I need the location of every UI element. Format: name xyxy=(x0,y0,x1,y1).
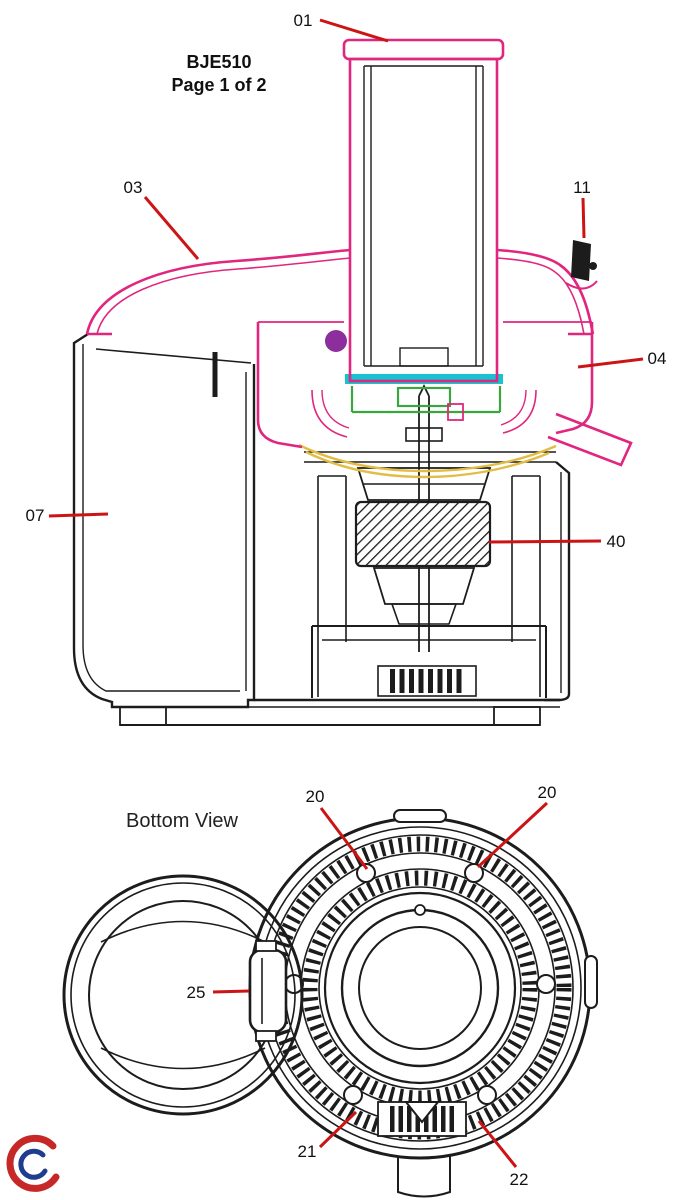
juice-spout xyxy=(547,412,633,467)
vent-pointer xyxy=(403,1101,441,1124)
center-hub xyxy=(340,908,500,1068)
screw xyxy=(477,1085,497,1105)
base-bottom xyxy=(248,809,598,1198)
base-screws xyxy=(284,863,556,1105)
cover-outer-left xyxy=(85,248,351,335)
motor-block xyxy=(354,500,492,568)
callout-20a-label: 20 xyxy=(306,787,325,806)
bottom-view-label: Bottom View xyxy=(126,810,238,832)
juice-bowl-right xyxy=(555,322,594,435)
leader-25 xyxy=(212,989,250,994)
cord-housing xyxy=(397,1156,451,1198)
leader-07 xyxy=(48,512,109,518)
bowl-seal-ring xyxy=(298,443,557,479)
leader-04 xyxy=(577,357,644,369)
cross-section-view xyxy=(72,38,633,726)
callout-40-label: 40 xyxy=(607,532,626,551)
food-pusher xyxy=(350,58,497,367)
screw xyxy=(356,863,376,883)
screw xyxy=(536,974,556,994)
foot-left xyxy=(119,706,167,726)
cover-and-chute xyxy=(85,38,633,467)
latch-clip xyxy=(571,240,597,281)
leader-21 xyxy=(318,1110,358,1149)
lid-bottom xyxy=(62,874,304,1116)
shaft-coupling xyxy=(405,427,443,442)
callout-03-label: 03 xyxy=(124,178,143,197)
callout-labels: 01 03 11 04 07 40 20 20 25 21 22 xyxy=(26,11,667,1189)
leader-20a xyxy=(319,807,369,870)
housing-outline xyxy=(72,58,571,726)
callout-25-label: 25 xyxy=(187,983,206,1002)
side-clip xyxy=(248,940,288,1042)
leader-20b xyxy=(476,801,549,869)
leader-22 xyxy=(477,1120,518,1168)
callout-20b-label: 20 xyxy=(538,783,557,802)
screw xyxy=(343,1085,363,1105)
screw xyxy=(464,863,484,883)
top-tab xyxy=(393,809,447,823)
leader-03 xyxy=(143,196,200,260)
logo-outer-swirl xyxy=(6,1134,60,1192)
leader-40 xyxy=(488,539,602,544)
inner-vent-ring xyxy=(302,870,538,1106)
callout-11-label: 11 xyxy=(573,178,591,197)
filter-band xyxy=(345,374,503,384)
chute-cap xyxy=(342,38,505,61)
side-tab xyxy=(584,955,598,1009)
logo-inner-swirl xyxy=(18,1148,48,1180)
leader-01 xyxy=(319,18,389,43)
brand-logo xyxy=(6,1134,60,1192)
feed-chute xyxy=(348,57,499,383)
pulp-container-outline xyxy=(72,332,256,709)
filter-basket xyxy=(350,386,502,414)
callout-lines xyxy=(48,18,644,1168)
leader-11 xyxy=(581,197,586,239)
cover-outer-right xyxy=(496,248,595,335)
callout-07-label: 07 xyxy=(26,506,45,525)
foot-right xyxy=(493,706,541,726)
model-title: BJE510 xyxy=(186,52,251,72)
page-label: Page 1 of 2 xyxy=(171,75,266,95)
callout-04-label: 04 xyxy=(648,349,667,368)
seal-dot xyxy=(325,330,347,352)
juice-bowl-left xyxy=(256,322,303,449)
callout-21-label: 21 xyxy=(298,1142,317,1161)
callout-01-label: 01 xyxy=(294,11,313,30)
callout-22-label: 22 xyxy=(510,1170,529,1189)
bottom-view xyxy=(62,809,598,1198)
